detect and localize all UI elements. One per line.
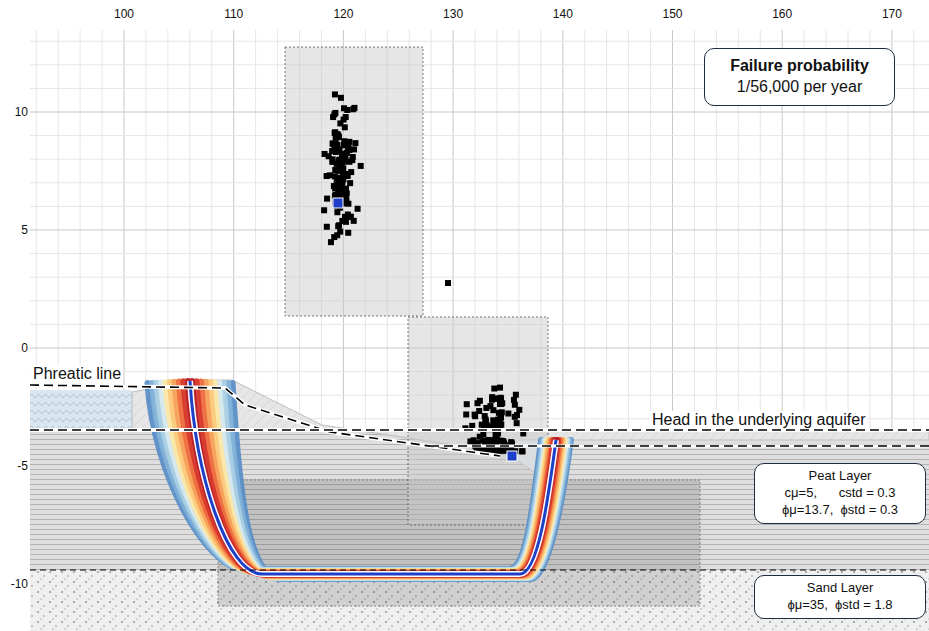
axis-tick-label: 130 bbox=[443, 7, 463, 21]
box-heading: Sand Layer bbox=[765, 580, 915, 597]
axis-tick-label: 110 bbox=[224, 7, 243, 21]
axis-tick-label: 140 bbox=[553, 7, 573, 21]
layer-parameter-box: Peat Layercμ=5, cstd = 0.3ϕμ=13.7, ϕstd … bbox=[754, 463, 926, 524]
line-label: Phreatic line bbox=[31, 365, 123, 383]
box-text: ϕμ=35, ϕstd = 1.8 bbox=[765, 597, 915, 614]
axis-tick-label: 10 bbox=[15, 105, 28, 119]
axis-tick-label: 100 bbox=[114, 7, 134, 21]
box-text: 1/56,000 per year bbox=[719, 77, 880, 98]
axis-tick-label: 160 bbox=[772, 7, 792, 21]
axis-tick-label: 150 bbox=[662, 7, 682, 21]
box-text: ϕμ=13.7, ϕstd = 0.3 bbox=[765, 502, 915, 519]
axis-tick-label: 120 bbox=[333, 7, 353, 21]
box-heading: Failure probability bbox=[719, 56, 880, 77]
result-box: Failure probability1/56,000 per year bbox=[704, 48, 895, 106]
line-label: Head in the underlying aquifer bbox=[650, 411, 867, 429]
axis-tick-label: -10 bbox=[11, 577, 28, 591]
axis-tick-label: 170 bbox=[882, 7, 902, 21]
box-text: cμ=5, cstd = 0.3 bbox=[765, 485, 915, 502]
box-heading: Peat Layer bbox=[765, 468, 915, 485]
axis-tick-label: -5 bbox=[17, 459, 28, 473]
axis-tick-label: 0 bbox=[21, 341, 28, 355]
layer-parameter-box: Sand Layerϕμ=35, ϕstd = 1.8 bbox=[754, 575, 926, 619]
axis-tick-label: 5 bbox=[21, 223, 28, 237]
